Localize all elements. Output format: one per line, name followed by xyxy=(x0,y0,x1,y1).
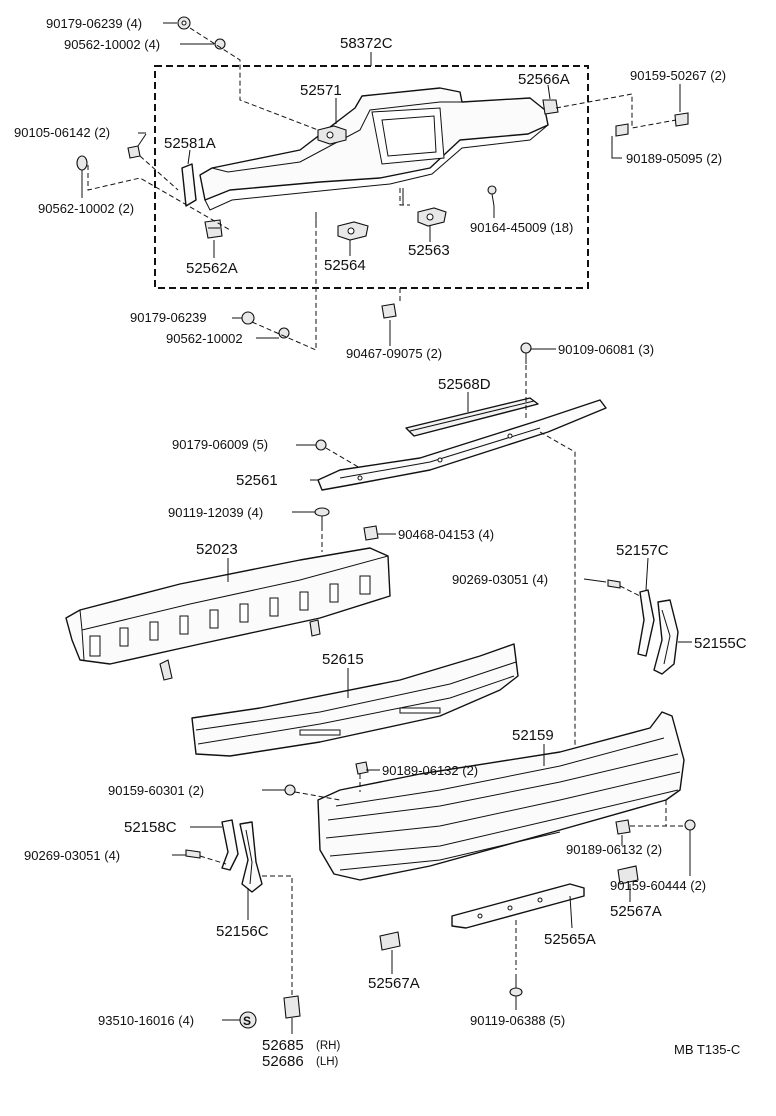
label-90164-45009-18: 90164-45009 (18) xyxy=(470,220,573,235)
part-90159-60301 xyxy=(284,784,296,796)
label-52568D: 52568D xyxy=(438,376,491,393)
part-90269-03051-r xyxy=(607,579,621,589)
part-90562-10002 xyxy=(278,327,290,339)
part-52571 xyxy=(317,125,347,145)
part-90119-06388 xyxy=(509,974,523,997)
part-90189-06132-top xyxy=(355,761,369,775)
part-52159 xyxy=(317,711,685,881)
part-90189-06132-r xyxy=(615,819,631,835)
label-90189-05095-2: 90189-05095 (2) xyxy=(626,151,722,166)
label-52565A: 52565A xyxy=(544,931,596,948)
label-52685: 52685 xyxy=(262,1037,304,1054)
part-90562-10002-2 xyxy=(76,155,88,171)
part-52566A xyxy=(542,99,559,115)
part-52156C xyxy=(239,821,263,893)
label-52158C: 52158C xyxy=(124,819,177,836)
label-90269-03051-4-l: 90269-03051 (4) xyxy=(24,848,120,863)
part-90159-50267 xyxy=(674,112,689,127)
part-52568D xyxy=(405,397,539,437)
part-52157C xyxy=(637,589,655,657)
part-52563 xyxy=(417,207,447,227)
label-90159-50267-2: 90159-50267 (2) xyxy=(630,68,726,83)
part-52023 xyxy=(65,547,391,681)
part-52158C xyxy=(221,819,239,871)
part-52562A xyxy=(204,219,223,239)
part-90189-05095 xyxy=(615,123,629,137)
assembly-box-58372C xyxy=(154,65,589,289)
part-90562-10002-4 xyxy=(214,38,226,50)
label-52567A-r: 52567A xyxy=(610,903,662,920)
label-90119-06388-5: 90119-06388 (5) xyxy=(470,1013,565,1028)
label-90468-04153-4: 90468-04153 (4) xyxy=(398,527,494,542)
label-52615: 52615 xyxy=(322,651,364,668)
part-90179-06009 xyxy=(315,439,327,451)
part-90109-06081 xyxy=(520,342,532,364)
label-52567A-l: 52567A xyxy=(368,975,420,992)
label-90179-06239-4: 90179-06239 (4) xyxy=(46,16,142,31)
part-90119-12039 xyxy=(314,507,330,526)
part-90179-06239-4 xyxy=(177,16,191,30)
label-52156C: 52156C xyxy=(216,923,269,940)
part-52564 xyxy=(337,221,369,241)
label-52157C: 52157C xyxy=(616,542,669,559)
label-52686: 52686 xyxy=(262,1053,304,1070)
label-90562-10002-2: 90562-10002 (2) xyxy=(38,201,134,216)
part-52581A xyxy=(181,163,197,207)
part-52567A-l xyxy=(379,931,401,951)
part-52155C xyxy=(653,599,679,675)
part-52561 xyxy=(317,399,607,491)
part-90468-04153 xyxy=(363,525,379,541)
label-90109-06081-3: 90109-06081 (3) xyxy=(558,342,654,357)
label-90179-06009-5: 90179-06009 (5) xyxy=(172,437,268,452)
label-90159-60301-2: 90159-60301 (2) xyxy=(108,783,204,798)
diagram-code: MB T135-C xyxy=(674,1042,740,1057)
label-90562-10002: 90562-10002 xyxy=(166,331,243,346)
label-52686-lh: (LH) xyxy=(316,1056,339,1068)
label-90189-06132-2-r: 90189-06132 (2) xyxy=(566,842,662,857)
label-52566A: 52566A xyxy=(518,71,570,88)
label-90105-06142-2: 90105-06142 (2) xyxy=(14,125,110,140)
label-52561: 52561 xyxy=(236,472,278,489)
label-58372C: 58372C xyxy=(340,35,393,52)
label-52564: 52564 xyxy=(324,257,366,274)
part-52567A-r xyxy=(617,865,639,885)
label-52571: 52571 xyxy=(300,82,342,99)
label-90119-12039-4: 90119-12039 (4) xyxy=(168,505,263,520)
label-52563: 52563 xyxy=(408,242,450,259)
label-90189-06132-2-top: 90189-06132 (2) xyxy=(382,763,478,778)
label-52159: 52159 xyxy=(512,727,554,744)
label-90467-09075-2: 90467-09075 (2) xyxy=(346,346,442,361)
part-52565A xyxy=(451,883,585,929)
part-52615 xyxy=(191,643,519,757)
part-90467-09075 xyxy=(381,303,397,319)
label-52155C: 52155C xyxy=(694,635,747,652)
label-90159-60444-2: 90159-60444 (2) xyxy=(610,878,706,893)
label-52685-rh: (RH) xyxy=(316,1040,340,1052)
label-90179-06239: 90179-06239 xyxy=(130,310,207,325)
part-90159-60444 xyxy=(684,819,696,838)
part-58372C xyxy=(199,87,549,211)
label-93510-16016-4: 93510-16016 (4) xyxy=(98,1013,194,1028)
s-mark: S xyxy=(243,1014,251,1028)
part-52685-52686 xyxy=(283,995,301,1019)
label-52023: 52023 xyxy=(196,541,238,558)
part-90105-06142 xyxy=(127,133,147,159)
label-90562-10002-4: 90562-10002 (4) xyxy=(64,37,160,52)
label-52581A: 52581A xyxy=(164,135,216,152)
part-90164-45009 xyxy=(487,185,497,207)
part-90269-03051-l xyxy=(185,849,201,859)
label-90269-03051-4-r: 90269-03051 (4) xyxy=(452,572,548,587)
label-52562A: 52562A xyxy=(186,260,238,277)
